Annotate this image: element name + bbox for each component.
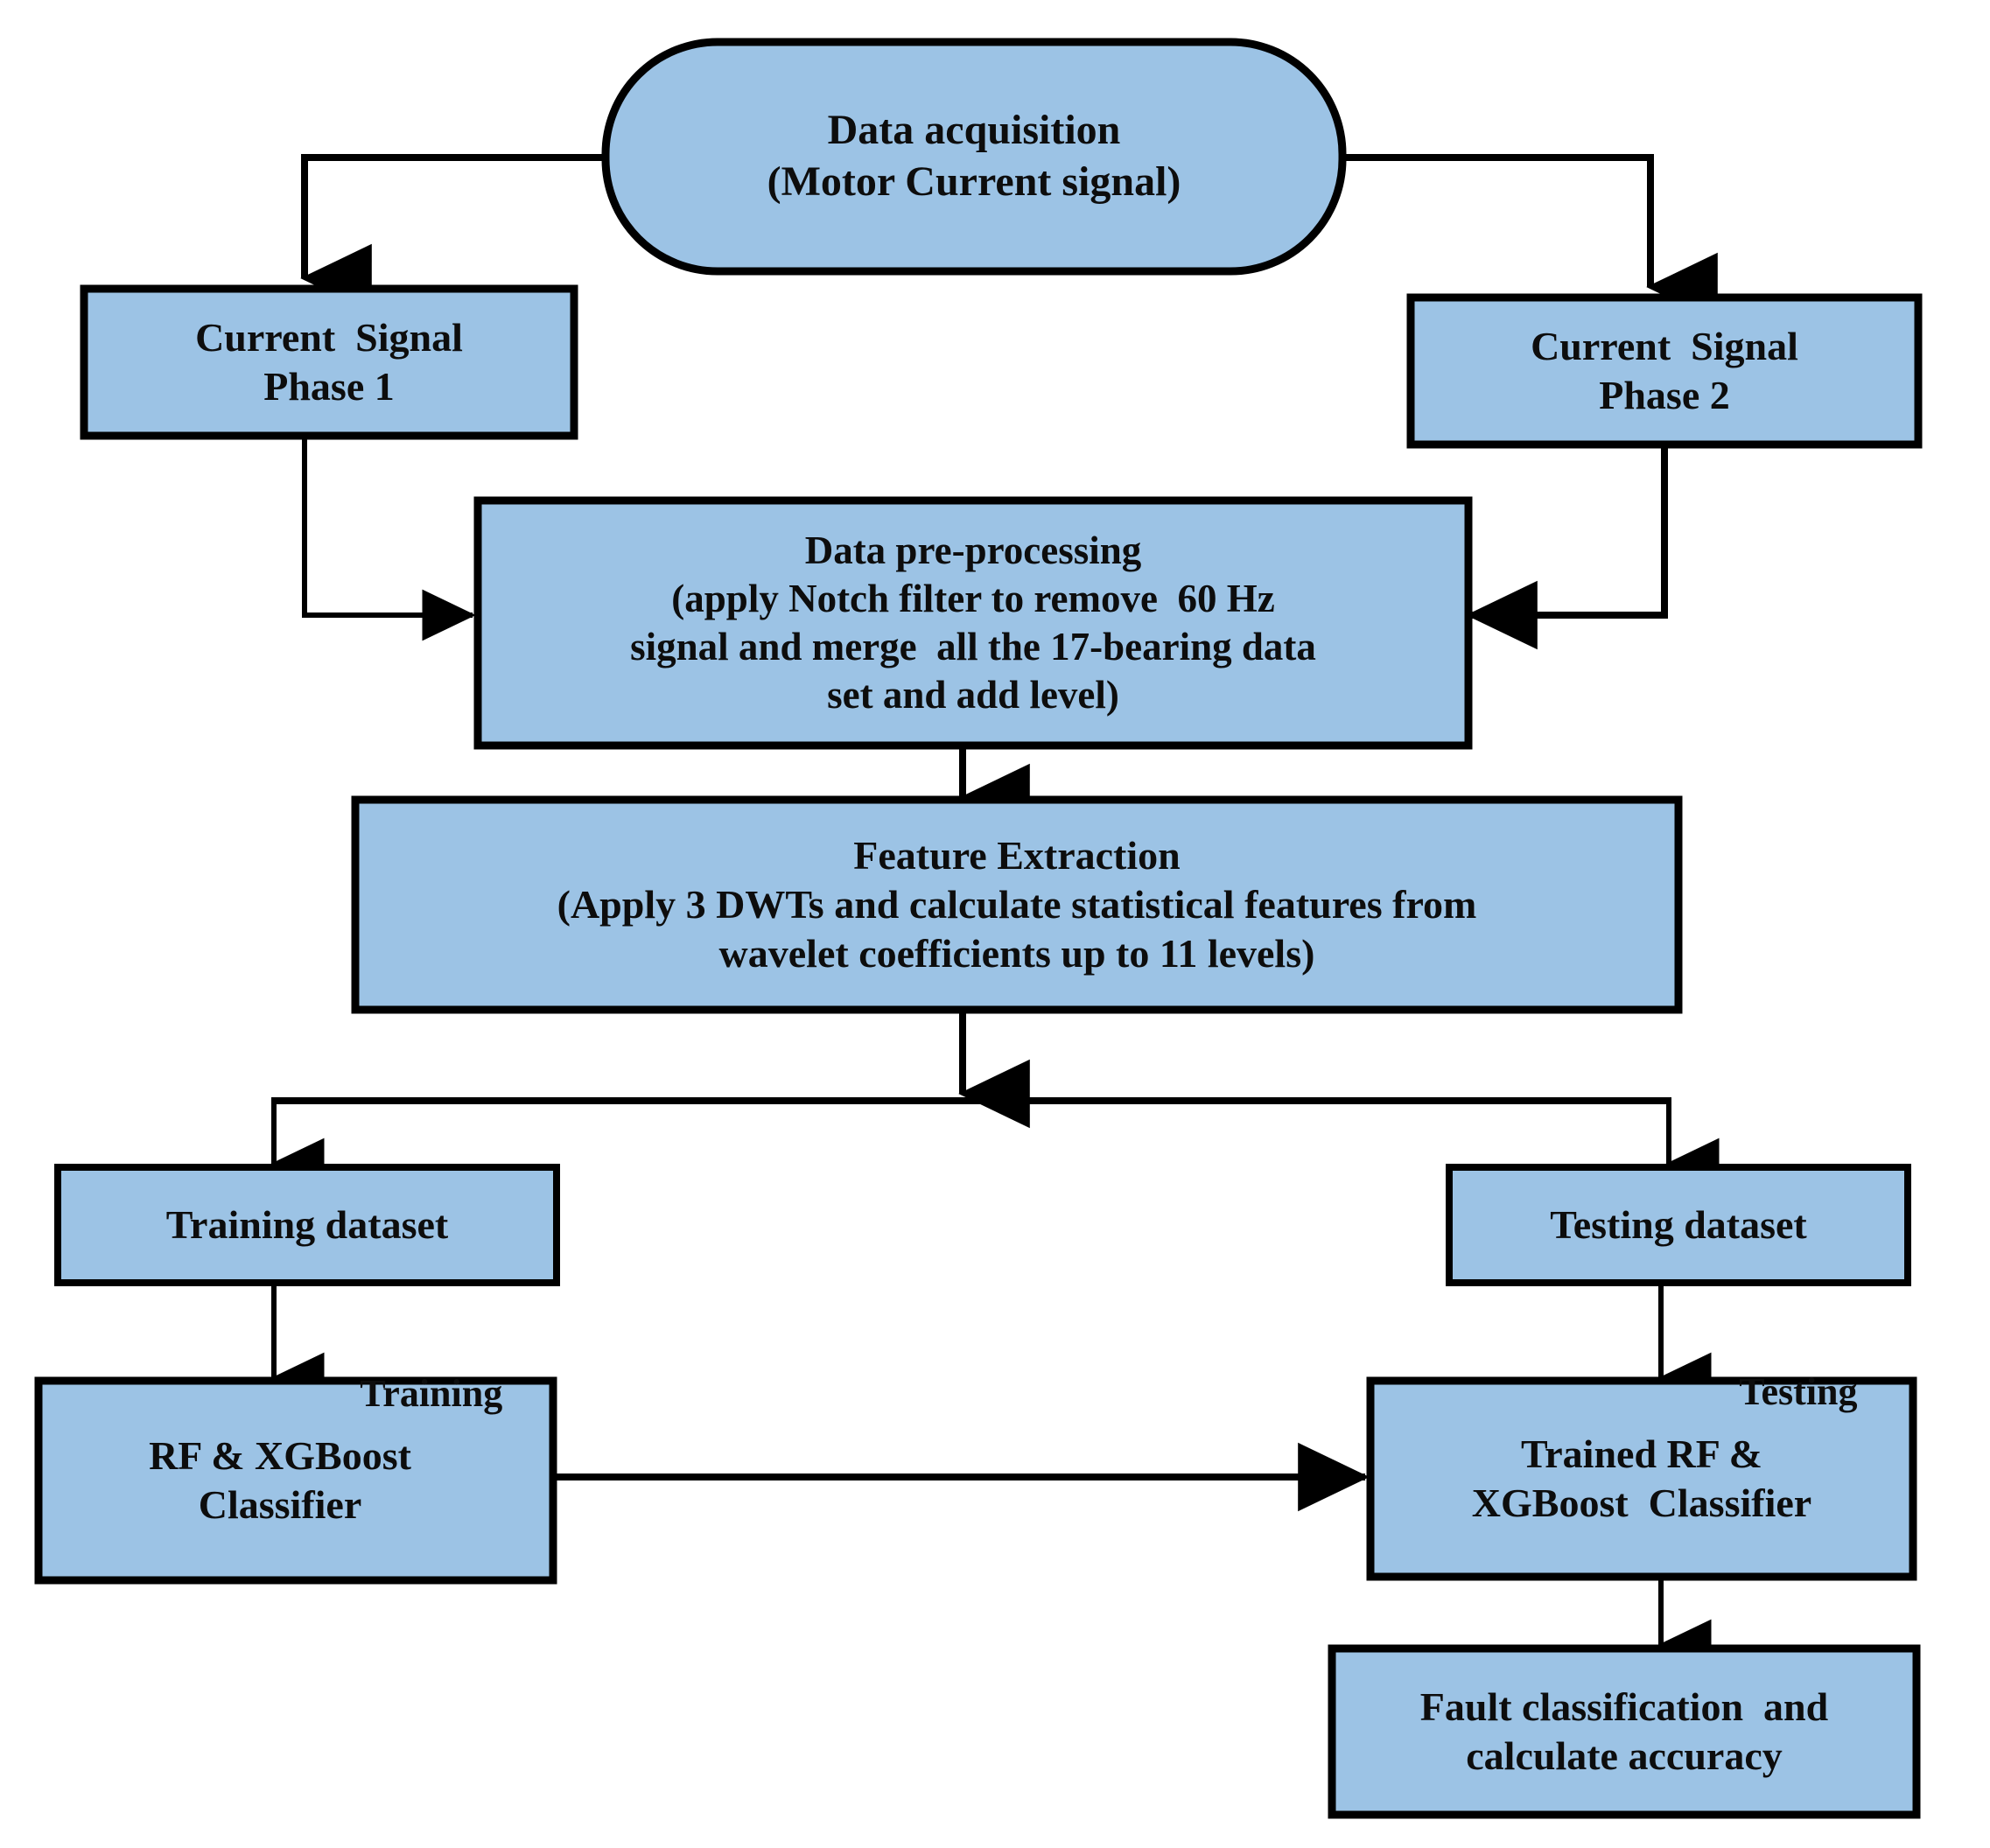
node-shape-rf-xgboost-classifier[interactable] <box>34 1376 557 1585</box>
node-shape-data-acquisition[interactable] <box>601 38 1347 276</box>
node-shape-current-signal-phase-1[interactable] <box>80 284 578 440</box>
edge-label-training: Training <box>322 1326 502 1460</box>
connector-acquisition-to-phase2 <box>1342 154 1718 322</box>
node-shape-trained-rf-xgboost-classifier[interactable] <box>1366 1376 1917 1581</box>
edge-label-testing: Testing <box>1701 1325 1858 1459</box>
node-shape-data-pre-processing[interactable] <box>473 496 1473 750</box>
node-shape-current-signal-phase-2[interactable] <box>1406 293 1923 449</box>
connector-phase2-to-preprocessing <box>1466 442 1668 650</box>
node-shape-feature-extraction[interactable] <box>351 795 1683 1014</box>
connector-phase1-to-preprocessing <box>302 432 476 641</box>
edge-label-testing-text: Testing <box>1739 1370 1858 1413</box>
node-shape-testing-dataset[interactable] <box>1446 1164 1911 1286</box>
edge-label-training-text: Training <box>360 1372 503 1415</box>
node-shape-fault-classification[interactable] <box>1328 1644 1921 1819</box>
connector-acquisition-to-phase1 <box>300 154 604 313</box>
node-shape-training-dataset[interactable] <box>54 1164 560 1286</box>
